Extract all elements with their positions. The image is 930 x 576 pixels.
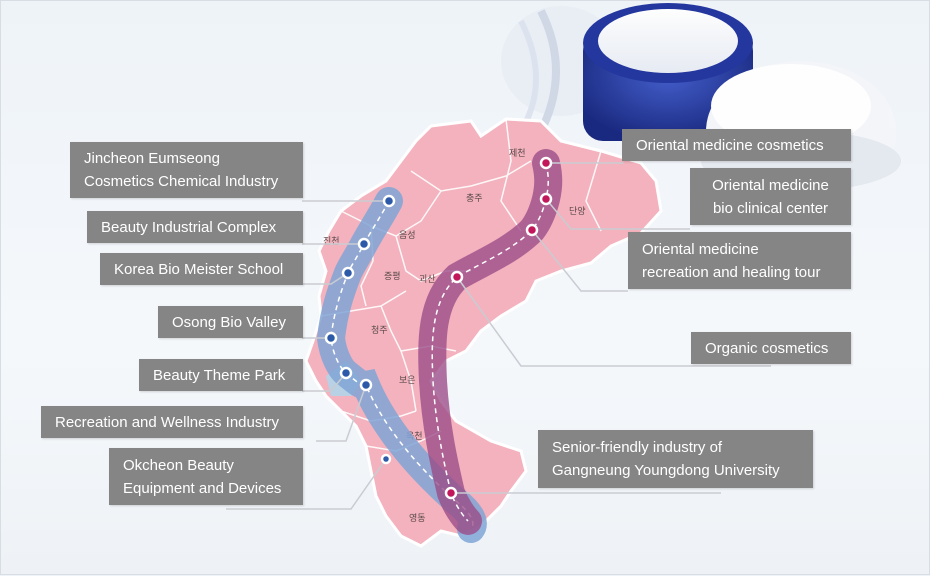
label-beauty-theme: Beauty Theme Park [139, 359, 303, 391]
dot-bio-meister [341, 266, 355, 280]
dot-recreation-wellness [359, 378, 373, 392]
map-place-okcheon: 옥천 [406, 431, 423, 442]
dot-oriental-cosmetics [539, 156, 553, 170]
label-beauty-complex-text: Beauty Industrial Complex [101, 218, 277, 236]
dot-beauty-complex [357, 237, 371, 251]
label-jincheon: Jincheon Eumseong Cosmetics Chemical Ind… [70, 142, 303, 198]
label-senior-line1: Senior-friendly industry of [552, 439, 723, 456]
label-okcheon-line1: Okcheon Beauty [123, 456, 234, 474]
label-okcheon: Okcheon Beauty Equipment and Devices [109, 448, 303, 505]
dot-beauty-theme [339, 366, 353, 380]
map-place-goesan: 괴산 [419, 274, 436, 285]
label-organic: Organic cosmetics [691, 332, 851, 364]
label-oriental-recreation: Oriental medicine recreation and healing… [628, 232, 851, 289]
label-recreation-wellness-text: Recreation and Wellness Industry [55, 413, 280, 431]
map-place-jincheon: 진천 [323, 236, 340, 247]
label-osong-text: Osong Bio Valley [172, 313, 286, 331]
label-okcheon-line2: Equipment and Devices [123, 479, 282, 497]
label-oriental-recreation-line1: Oriental medicine [642, 240, 759, 258]
label-jincheon-line2: Cosmetics Chemical Industry [84, 173, 279, 190]
map-place-jeungpyeong: 증평 [384, 271, 401, 282]
label-oriental-recreation-line2: recreation and healing tour [642, 263, 821, 281]
label-bio-meister-text: Korea Bio Meister School [114, 260, 284, 278]
label-senior-line2: Gangneung Youngdong University [552, 462, 780, 479]
dot-jincheon [382, 194, 396, 208]
dot-okcheon [380, 453, 392, 465]
label-osong: Osong Bio Valley [158, 306, 303, 338]
dot-oriental-recreation [525, 223, 539, 237]
label-jincheon-line1: Jincheon Eumseong [84, 150, 220, 167]
label-recreation-wellness: Recreation and Wellness Industry [41, 406, 303, 438]
label-bio-meister: Korea Bio Meister School [100, 253, 303, 285]
map-place-danyang: 단양 [569, 206, 586, 217]
label-oriental-cosmetics: Oriental medicine cosmetics [622, 129, 851, 161]
dot-senior [444, 486, 458, 500]
dot-oriental-clinical [539, 192, 553, 206]
label-beauty-theme-text: Beauty Theme Park [153, 366, 286, 384]
map-place-boeun: 보은 [399, 375, 416, 386]
label-organic-text: Organic cosmetics [705, 339, 829, 357]
dot-osong [324, 331, 338, 345]
label-senior: Senior-friendly industry of Gangneung Yo… [538, 430, 813, 488]
label-oriental-clinical: Oriental medicine bio clinical center [690, 168, 851, 225]
map-place-yeongdong: 영동 [409, 513, 426, 524]
location-dots [324, 156, 553, 500]
label-oriental-clinical-line2: bio clinical center [712, 199, 829, 217]
map-place-eumseong: 음성 [399, 230, 416, 241]
map-place-cheongju: 청주 [371, 325, 388, 336]
dot-organic [450, 270, 464, 284]
map-place-jecheon: 제천 [509, 148, 526, 159]
map-place-chungju: 충주 [466, 193, 483, 204]
label-beauty-complex: Beauty Industrial Complex [87, 211, 303, 243]
label-oriental-clinical-line1: Oriental medicine [712, 176, 829, 194]
label-oriental-cosmetics-text: Oriental medicine cosmetics [636, 136, 824, 154]
